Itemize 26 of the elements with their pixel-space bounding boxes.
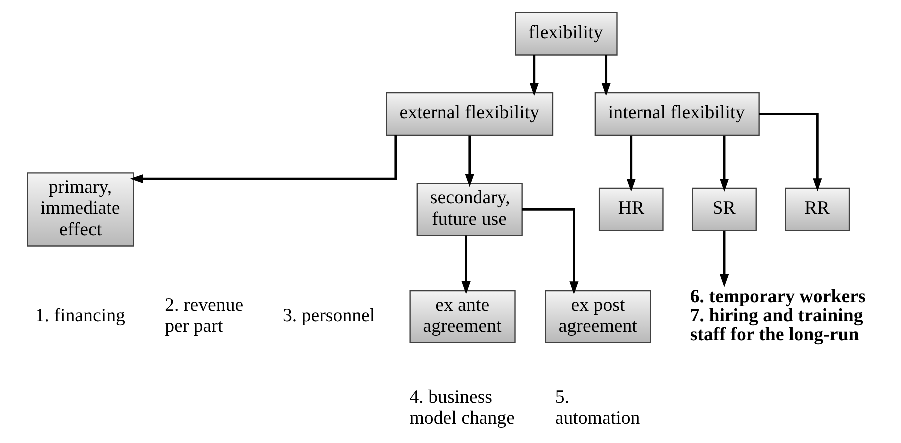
arrow — [720, 231, 729, 288]
arrow — [626, 136, 636, 192]
arrow — [461, 236, 470, 294]
label: 5. automation — [554, 386, 640, 430]
node-box: internal flexibility — [594, 92, 760, 136]
arrow — [720, 136, 729, 192]
node-box: SR — [692, 188, 756, 232]
arrow — [130, 135, 397, 184]
label: 4. business model change — [409, 386, 514, 430]
label: 1. financing — [34, 305, 125, 326]
node-box: RR — [784, 188, 850, 232]
arrow — [758, 113, 822, 192]
node-box: primary, immediate effect — [26, 172, 134, 247]
node-box: HR — [598, 188, 664, 232]
label: 3. personnel — [282, 305, 375, 326]
node-box: ex post agreement — [544, 290, 651, 344]
label: 2. revenue per part — [164, 294, 244, 338]
node-box: flexibility — [514, 12, 618, 56]
node-text: 6. temporary workers 7. hiring and training staff for the long-run — [690, 286, 866, 346]
node-box: secondary, future use — [416, 183, 522, 236]
arrow — [464, 136, 474, 188]
arrow — [529, 56, 538, 96]
arrow — [522, 208, 578, 295]
node-box: ex ante agreement — [409, 290, 516, 344]
arrow — [601, 56, 610, 96]
node-box: external flexibility — [386, 92, 554, 136]
